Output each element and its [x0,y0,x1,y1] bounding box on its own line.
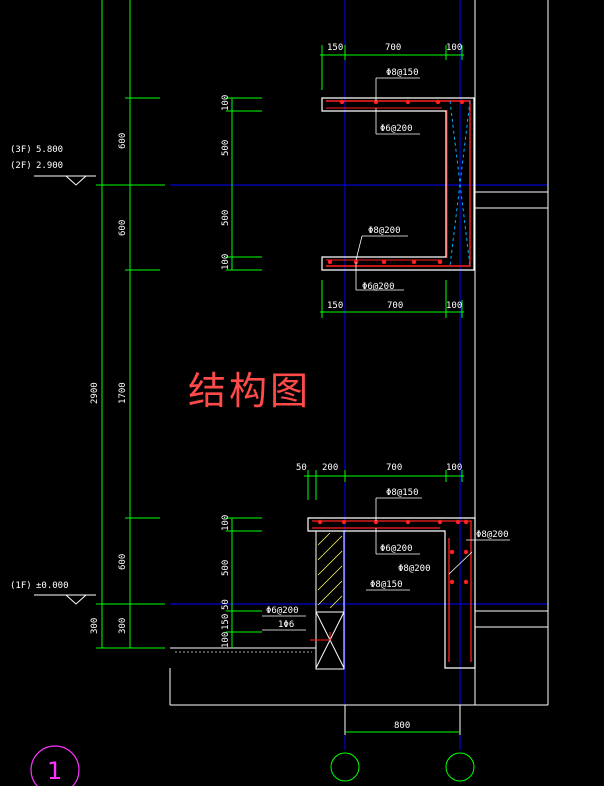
level-1f-elevation: ±0.000 [36,581,69,591]
dim-v-600-b: 600 [118,220,128,236]
dim-top-150: 150 [327,43,343,53]
rebar-top-lower-stirrup: Φ6@200 [362,282,395,292]
detail-number: 1 [47,757,62,785]
dim-tb-500-a: 500 [221,140,231,156]
dim-bot-700: 700 [386,463,402,473]
level-1f-floor: (1F) [10,581,32,591]
dim-bb-50: 50 [221,599,231,610]
bottom-beam-rebar-dots [317,519,469,585]
level-2f-elevation: 2.900 [36,161,63,171]
dim-bot-200: 200 [322,463,338,473]
dim-bb-100: 100 [221,515,231,531]
bottom-beam-hatch [317,532,343,609]
dim-v-2900: 2900 [90,382,100,404]
dim-width-800: 800 [394,721,410,731]
callout-leaders [262,77,510,631]
rebar-top-upper-main: Φ8@150 [386,68,419,78]
rebar-bottom-stirrup: Φ6@200 [380,544,413,554]
dim-bot-100: 100 [446,463,462,473]
level-markers [34,175,96,605]
rebar-bottom-left-1: Φ6@200 [266,606,299,616]
level-3f-floor: (3F) [10,145,32,155]
dim-topb-100: 100 [446,301,462,311]
dim-v-outer-300: 300 [90,618,100,634]
level-3f-elevation: 5.800 [36,145,63,155]
dim-v-inner-300: 300 [118,618,128,634]
dim-bot-50: 50 [296,463,307,473]
dim-v-1700: 1700 [118,382,128,404]
dim-tb-500-b: 500 [221,210,231,226]
rebar-bottom-right-2: Φ8@200 [398,564,431,574]
dim-bb-100-b: 100 [221,632,231,648]
rebar-bottom-left-2: 1Φ6 [278,620,294,630]
wall-lines [169,0,549,735]
rebar-top-upper-stirrup: Φ6@200 [380,124,413,134]
rebar-bottom-main: Φ8@150 [386,488,419,498]
axis-bubbles [330,752,475,782]
rebar-bottom-inner: Φ8@150 [370,580,403,590]
rebar-top-lower-main: Φ8@200 [368,226,401,236]
axis-lines [170,0,548,750]
dim-topb-700: 700 [387,301,403,311]
dimension-lines [96,0,464,733]
dim-v-600-a: 600 [118,133,128,149]
dim-tb-100-b: 100 [221,254,231,270]
bottom-beam-section [307,517,476,670]
top-beam-rebar-dots [327,99,465,265]
dim-top-700: 700 [385,43,401,53]
level-2f-floor: (2F) [10,161,32,171]
dim-bb-500: 500 [221,560,231,576]
rebar-bottom-right-1: Φ8@200 [476,530,509,540]
detail-marker-circle [30,745,80,786]
dim-tb-100-a: 100 [221,95,231,111]
dim-top-100: 100 [446,43,462,53]
dim-bb-150: 150 [221,614,231,630]
ground-line [170,647,316,653]
dim-v-600-c: 600 [118,554,128,570]
drawing-title: 结构图 [188,369,311,413]
dim-topb-150: 150 [327,301,343,311]
